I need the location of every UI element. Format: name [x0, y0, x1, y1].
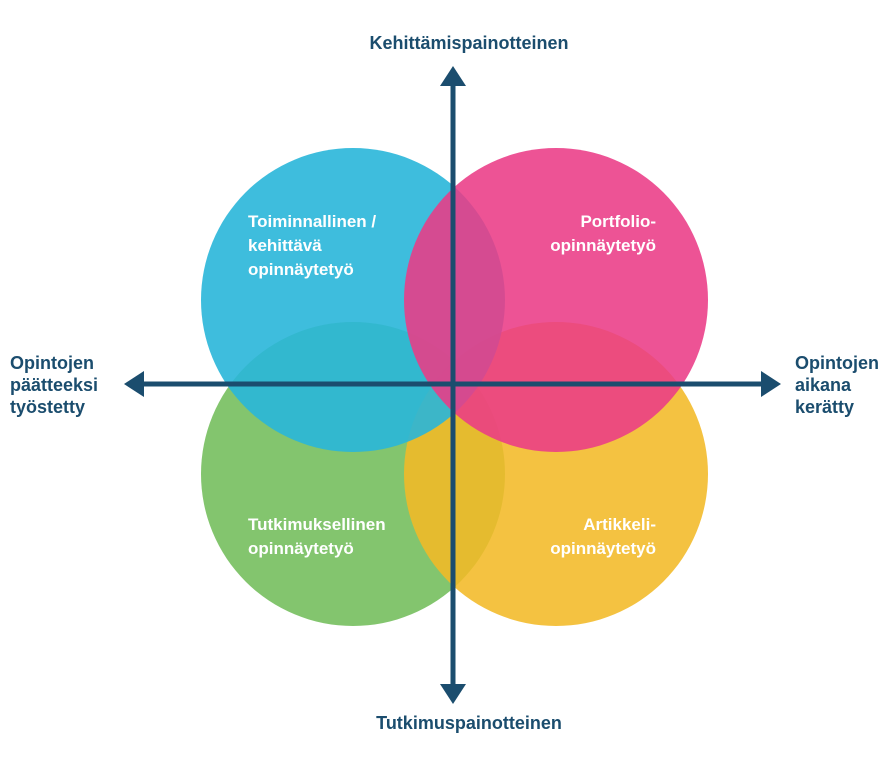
circle-label-bottom-left: Tutkimuksellinen opinnäytetyö	[248, 513, 386, 561]
circle-label-line: opinnäytetyö	[248, 260, 354, 279]
axis-label-bottom: Tutkimuspainotteinen	[376, 713, 562, 733]
circle-label-top-right: Portfolio- opinnäytetyö	[550, 210, 656, 258]
axis-label-right: Opintojen aikana kerätty	[795, 352, 879, 418]
axis-label-left-line: työstetty	[10, 397, 86, 417]
axis-label-left-line: Opintojen	[10, 353, 94, 373]
axis-label-left-line: päätteeksi	[10, 375, 99, 395]
circle-label-line: kehittävä	[248, 236, 322, 255]
circle-label-line: Portfolio-	[580, 212, 656, 231]
axis-label-left: Opintojen päätteeksi työstetty	[10, 352, 98, 418]
circle-label-line: Tutkimuksellinen	[248, 515, 386, 534]
arrow-up-icon	[440, 66, 466, 86]
arrow-right-icon	[761, 371, 781, 397]
circle-top-right	[404, 148, 708, 452]
circle-label-line: opinnäytetyö	[550, 236, 656, 255]
axis-label-right-line: kerätty	[795, 397, 855, 417]
arrow-left-icon	[124, 371, 144, 397]
axis-label-top: Kehittämispainotteinen	[369, 33, 569, 53]
circle-label-line: opinnäytetyö	[248, 539, 354, 558]
circle-label-line: opinnäytetyö	[550, 539, 656, 558]
circle-label-line: Artikkeli-	[583, 515, 656, 534]
circle-label-top-left: Toiminnallinen / kehittävä opinnäytetyö	[248, 210, 376, 282]
circle-label-line: Toiminnallinen /	[248, 212, 377, 231]
axis-label-right-line: Opintojen	[795, 353, 879, 373]
circle-label-bottom-right: Artikkeli- opinnäytetyö	[550, 513, 656, 561]
axis-label-right-line: aikana	[795, 375, 852, 395]
arrow-down-icon	[440, 684, 466, 704]
